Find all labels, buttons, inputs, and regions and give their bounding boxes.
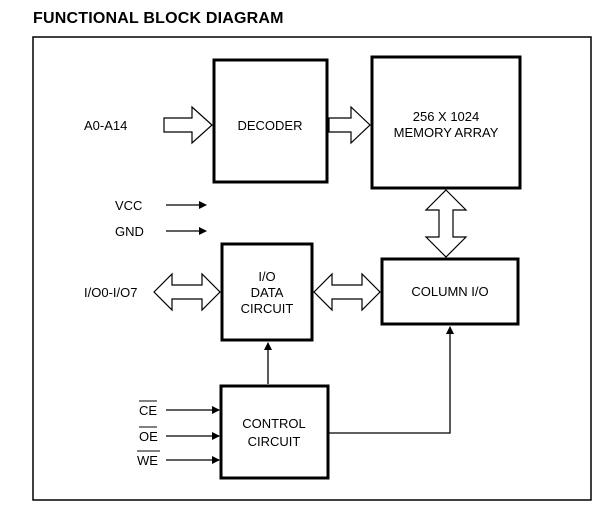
ce-label: CE	[139, 403, 157, 418]
column-io-block	[380, 257, 520, 326]
vcc-label: VCC	[115, 198, 142, 213]
io-label-line2: DATA	[251, 285, 284, 300]
memory-size-label: 256 X 1024	[413, 109, 480, 124]
oe-label: OE	[139, 429, 158, 444]
memory-array-block	[370, 55, 522, 190]
column-io-label: COLUMN I/O	[411, 284, 488, 299]
address-label: A0-A14	[84, 118, 127, 133]
io-column-bus-arrow	[313, 272, 381, 312]
control-label-line2: CIRCUIT	[248, 434, 301, 449]
control-to-column-arrow	[329, 326, 454, 434]
io-bus-arrow	[153, 272, 221, 312]
io-label-line1: I/O	[258, 269, 275, 284]
memory-column-bus-arrow	[424, 189, 468, 258]
decoder-to-memory-arrow	[328, 105, 371, 145]
control-circuit-block	[219, 384, 330, 480]
memory-array-label: MEMORY ARRAY	[394, 125, 499, 140]
gnd-label: GND	[115, 224, 144, 239]
diagram-title: FUNCTIONAL BLOCK DIAGRAM	[33, 10, 284, 27]
address-bus-arrow	[163, 105, 213, 145]
control-label-line1: CONTROL	[242, 416, 306, 431]
we-label: WE	[137, 453, 158, 468]
io-data-circuit-block	[220, 242, 314, 342]
decoder-label: DECODER	[237, 118, 302, 133]
diagram-frame	[32, 36, 592, 501]
io-pins-label: I/O0-I/O7	[84, 285, 137, 300]
io-label-line3: CIRCUIT	[241, 301, 294, 316]
decoder-block	[212, 58, 329, 184]
